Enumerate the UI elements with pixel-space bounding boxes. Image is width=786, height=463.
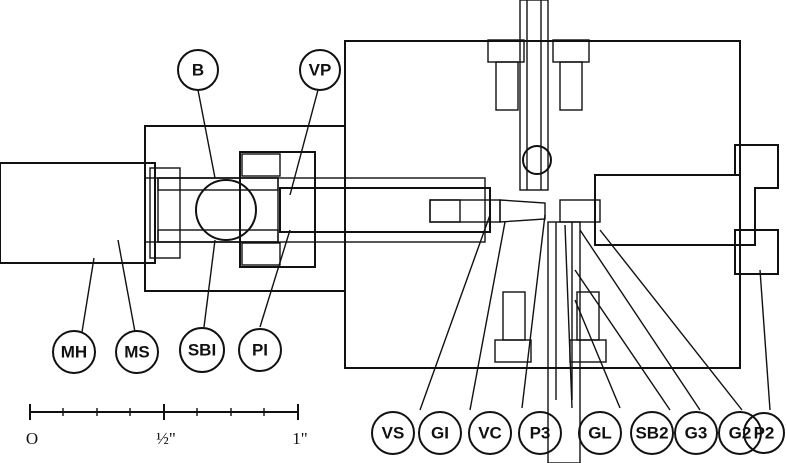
top-screws [487,39,590,111]
svg-text:GI: GI [431,424,449,443]
svg-text:VP: VP [309,61,332,80]
svg-text:VC: VC [478,424,502,443]
label-vs: VS [371,411,415,455]
scale-half: ½" [156,429,176,448]
scale-bar: O ½" 1" [26,404,308,448]
svg-text:B: B [192,61,204,80]
svg-text:P2: P2 [754,424,775,443]
svg-text:SBI: SBI [188,341,216,360]
label-p3: P3 [518,411,562,455]
label-g3: G3 [674,411,718,455]
svg-text:MS: MS [124,343,150,362]
p2-fitting [559,144,779,275]
label-p1: PI [238,328,282,372]
svg-text:VS: VS [382,424,405,443]
svg-text:G3: G3 [685,424,708,443]
label-g2: G2 [718,411,762,455]
label-p2: P2 [743,412,785,454]
ball-b [195,179,257,241]
svg-text:SB2: SB2 [635,424,668,443]
viewing-port [522,145,552,175]
label-vp: VP [299,49,341,91]
scale-zero: O [26,429,38,448]
ball-seat [157,177,279,243]
label-mh: MH [52,330,96,374]
gl-vertical-tube [519,0,581,463]
leader-lines [81,89,771,411]
svg-text:GL: GL [588,424,612,443]
svg-text:G2: G2 [729,424,752,443]
main-housing-block [344,40,741,369]
vs-stem-tip [429,199,546,223]
label-sb2: SB2 [630,411,674,455]
p1-retainer [239,151,316,268]
label-sb1: SBI [179,327,225,373]
svg-text:PI: PI [252,341,268,360]
label-g1: GI [418,411,462,455]
scale-one: 1" [292,429,307,448]
label-b: B [177,49,219,91]
mh-fitting [0,162,181,264]
label-vc: VC [468,411,512,455]
label-ms: MS [115,330,159,374]
bottom-screws [494,291,607,363]
label-gl: GL [578,411,622,455]
svg-text:P3: P3 [530,424,551,443]
svg-text:MH: MH [61,343,87,362]
vp-stem [279,187,491,233]
